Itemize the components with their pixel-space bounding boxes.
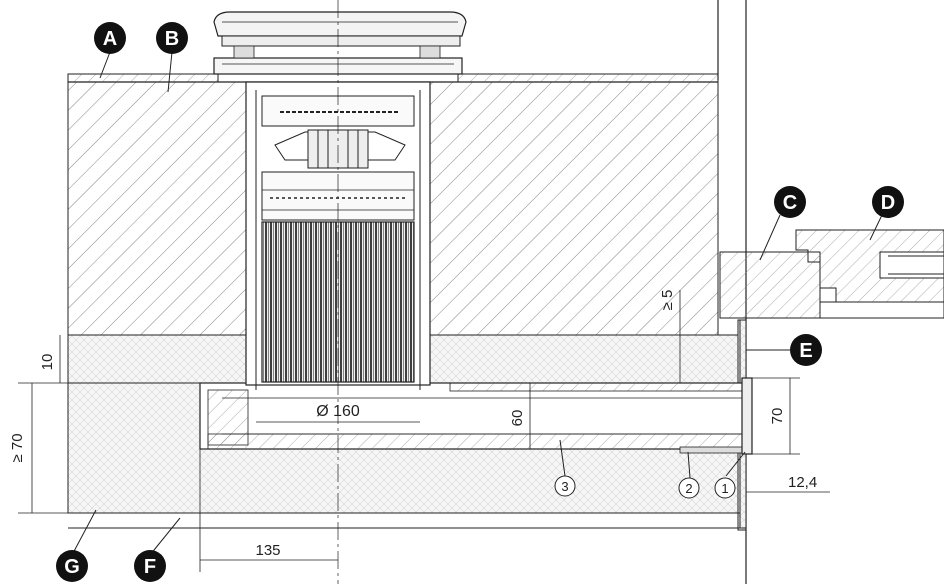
- svg-text:G: G: [64, 556, 80, 578]
- svg-text:E: E: [799, 340, 812, 362]
- end-cap-1: [741, 377, 753, 455]
- marker-d: D: [872, 186, 904, 218]
- marker-c: C: [774, 186, 806, 218]
- svg-text:3: 3: [561, 479, 568, 494]
- top-cover-grille: [213, 11, 467, 75]
- svg-text:2: 2: [685, 481, 692, 496]
- wall-element-c: [719, 251, 821, 319]
- leader-lines: [71, 51, 883, 556]
- marker-a: A: [94, 22, 126, 54]
- callout-1: 1: [714, 477, 736, 499]
- dim-60: 60: [509, 410, 526, 427]
- svg-text:C: C: [783, 192, 797, 214]
- marker-f: F: [134, 550, 166, 582]
- svg-text:D: D: [881, 192, 895, 214]
- marker-b: B: [156, 22, 188, 54]
- svg-text:F: F: [144, 556, 156, 578]
- floor-covering: [67, 73, 719, 83]
- frame-profile-d: [795, 229, 944, 319]
- dimension-lines: [18, 290, 830, 572]
- marker-e: E: [790, 334, 822, 366]
- callout-2: 2: [678, 477, 700, 499]
- svg-text:A: A: [103, 28, 117, 50]
- dim-min-5: ≥ 5: [659, 290, 676, 311]
- marker-g: G: [56, 550, 88, 582]
- svg-text:B: B: [165, 28, 179, 50]
- dim-70: 70: [769, 408, 786, 425]
- dim-12-4: 12,4: [788, 474, 817, 491]
- dim-135: 135: [255, 542, 280, 559]
- duct-channel: [199, 377, 753, 455]
- dim-10: 10: [39, 354, 56, 371]
- svg-text:1: 1: [721, 481, 728, 496]
- callout-3: 3: [554, 475, 576, 497]
- dim-min-70: ≥ 70: [9, 433, 26, 462]
- dim-diameter: Ø 160: [316, 403, 360, 420]
